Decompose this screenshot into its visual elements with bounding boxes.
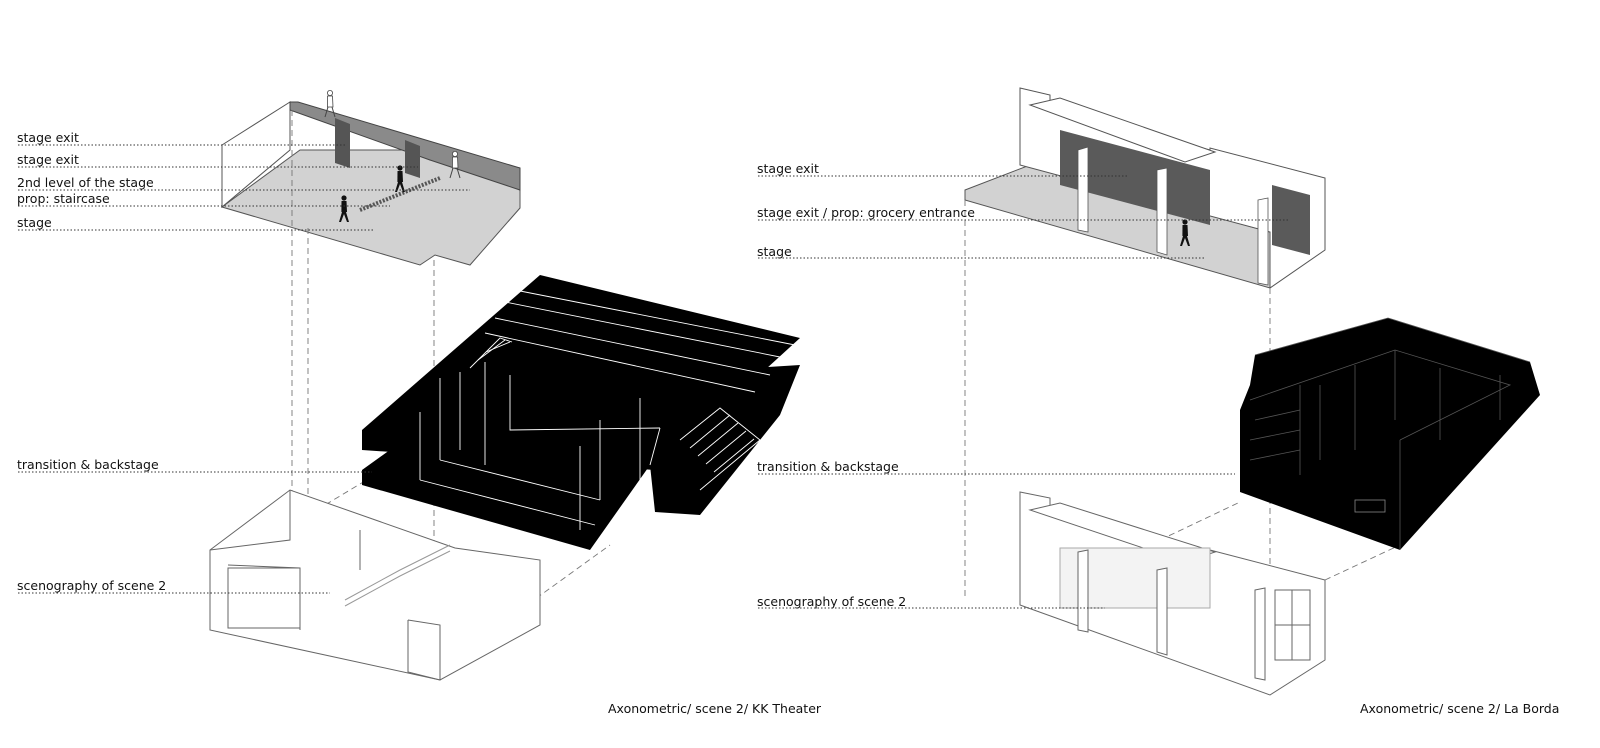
label-2nd-level-stage: 2nd level of the stage: [17, 175, 154, 190]
label-transition-backstage-right: transition & backstage: [757, 459, 899, 474]
label-stage: stage: [17, 215, 52, 230]
label-stage-exit-right: stage exit: [757, 161, 819, 176]
la-borda-backstage-model: [1240, 317, 1540, 550]
label-scenography: scenography of scene 2: [17, 578, 167, 593]
kk-theater-stage-model: [220, 89, 521, 266]
caption-la-borda: Axonometric/ scene 2/ La Borda: [1360, 701, 1560, 716]
label-grocery-entrance: stage exit / prop: grocery entrance: [757, 205, 975, 220]
la-borda-stage-model: [964, 87, 1326, 289]
label-stage-exit-1: stage exit: [17, 130, 79, 145]
leader-lines-left: [18, 144, 470, 594]
la-borda-scenography-model: [1019, 491, 1326, 696]
label-prop-staircase: prop: staircase: [17, 191, 110, 206]
caption-kk-theater: Axonometric/ scene 2/ KK Theater: [608, 701, 822, 716]
label-stage-right: stage: [757, 244, 792, 259]
kk-theater-scenography-model: [209, 489, 541, 681]
label-scenography-right: scenography of scene 2: [757, 594, 907, 609]
kk-theater-backstage-model: [362, 275, 800, 550]
leader-lines-right: [758, 175, 1290, 609]
label-transition-backstage: transition & backstage: [17, 457, 159, 472]
label-stage-exit-2: stage exit: [17, 152, 79, 167]
